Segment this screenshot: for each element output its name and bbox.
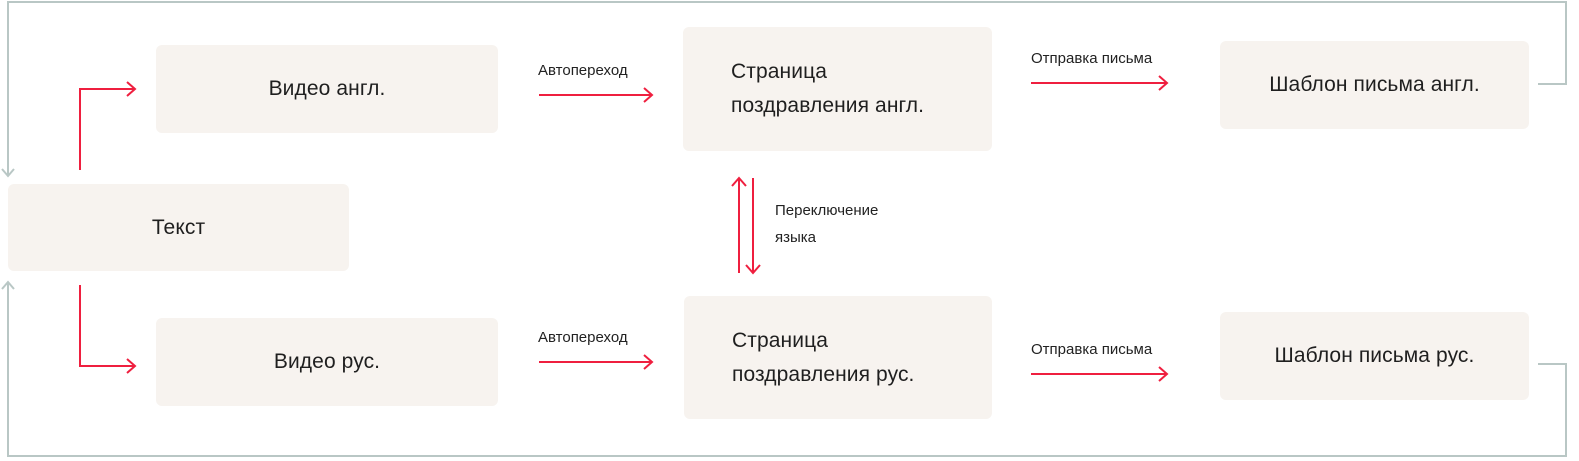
arrowhead-autoplay-ru: [643, 354, 654, 370]
node-template-ru: Шаблон письма рус.: [1220, 312, 1529, 400]
loop-arrowhead-top: [1, 168, 15, 178]
arrowhead-text-to-video-en: [126, 81, 137, 97]
arrowhead-switch-down: [745, 264, 761, 275]
loop-connector-bottom: [7, 282, 1567, 457]
node-text: Текст: [8, 184, 349, 271]
node-page-ru-line2: поздравления рус.: [732, 362, 915, 386]
arrowhead-switch-up: [731, 176, 747, 187]
arrow-text-to-video-ru: [79, 285, 135, 367]
node-text-label: Текст: [151, 215, 206, 239]
node-template-en-label: Шаблон письма англ.: [1269, 73, 1480, 96]
edge-label-switch-line2: языка: [775, 229, 817, 246]
edge-label-autoplay-en: Автопереход: [538, 62, 628, 79]
node-page-en-line1: Страница: [731, 60, 827, 83]
node-template-en: Шаблон письма англ.: [1220, 41, 1529, 129]
node-video-ru-label: Видео рус.: [273, 350, 381, 373]
arrowhead-text-to-video-ru: [126, 358, 137, 374]
node-page-en-line2: поздравления англ.: [731, 94, 925, 117]
loop-connector-top: [7, 1, 1567, 176]
edge-label-send-en: Отправка письма: [1031, 50, 1153, 67]
edge-label-send-ru: Отправка письма: [1031, 341, 1153, 358]
edge-label-autoplay-ru: Автопереход: [538, 329, 628, 346]
node-video-en: Видео англ.: [156, 45, 498, 133]
arrowhead-autoplay-en: [643, 87, 654, 103]
node-template-ru-label: Шаблон письма рус.: [1274, 344, 1475, 367]
node-page-ru-line1: Страница: [732, 328, 828, 352]
node-page-ru: Страница поздравления рус.: [684, 296, 992, 419]
node-page-en: Страница поздравления англ.: [683, 27, 992, 151]
node-video-en-label: Видео англ.: [268, 77, 386, 100]
arrow-text-to-video-en: [79, 88, 135, 170]
loop-arrowhead-bottom: [1, 280, 15, 290]
node-video-ru: Видео рус.: [156, 318, 498, 406]
edge-label-switch-line1: Переключение: [775, 202, 879, 219]
arrowhead-send-en: [1158, 75, 1169, 91]
arrowhead-send-ru: [1158, 366, 1169, 382]
